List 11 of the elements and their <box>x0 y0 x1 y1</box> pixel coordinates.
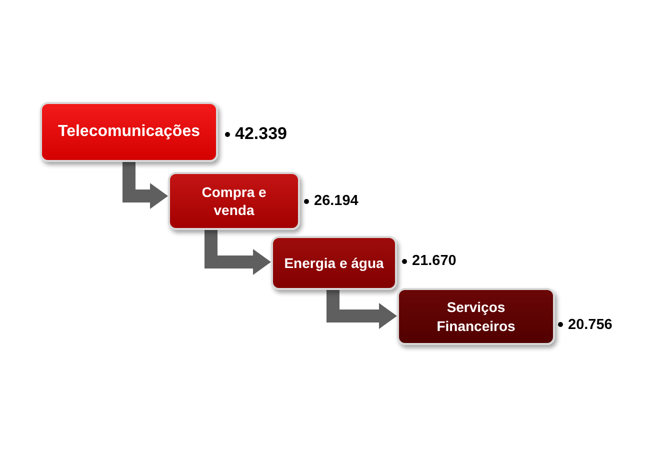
box-label: Telecomunicações <box>58 122 200 142</box>
bent-arrow <box>122 162 168 209</box>
value-label: 21.670 <box>412 253 456 269</box>
value-label: 20.756 <box>568 316 612 332</box>
value-label: 42.339 <box>235 124 287 144</box>
value-label: 26.194 <box>314 193 358 209</box>
box-label: Compra e venda <box>200 182 268 220</box>
box-label: Serviços Financeiros <box>436 298 516 335</box>
box-label: Energia e água <box>284 254 384 272</box>
bent-arrow <box>204 230 271 275</box>
bent-arrow <box>326 290 397 329</box>
